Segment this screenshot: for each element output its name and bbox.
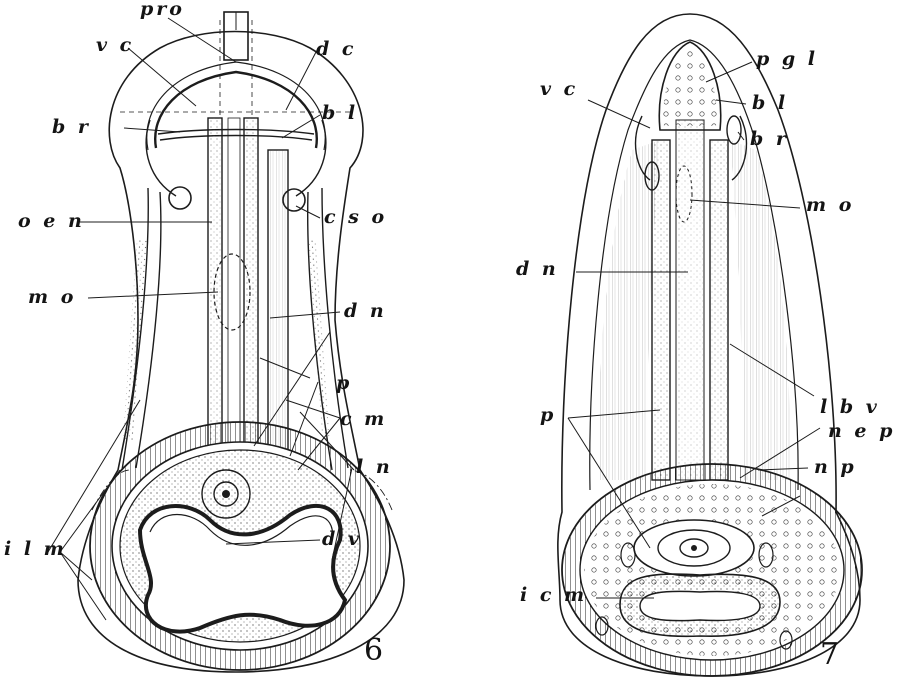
figure-7-drawing bbox=[558, 14, 862, 676]
label-fig6-ln: l n bbox=[356, 458, 393, 477]
label-fig6-dc: d c bbox=[316, 40, 356, 59]
label-fig6-br: b r bbox=[52, 118, 91, 137]
label-fig7-p: p bbox=[540, 406, 556, 425]
label-fig7-nep: n e p bbox=[828, 422, 895, 441]
label-fig6-ilm: i l m bbox=[4, 540, 67, 559]
label-fig7-bl: b l bbox=[752, 94, 788, 113]
label-fig7-dn: d n bbox=[516, 260, 559, 279]
label-fig6-cso: c s o bbox=[324, 208, 387, 227]
label-fig6-dn: d n bbox=[344, 302, 387, 321]
figure-number-6: 6 bbox=[364, 636, 383, 666]
label-fig6-bl: b l bbox=[322, 104, 358, 123]
label-fig6-oen: o e n bbox=[18, 212, 85, 231]
figure-number-7: 7 bbox=[820, 640, 839, 670]
label-fig7-mo: m o bbox=[806, 196, 854, 215]
label-fig6-vc: v c bbox=[96, 36, 134, 55]
label-fig7-pgl: p g l bbox=[756, 50, 818, 69]
label-fig6-p: p bbox=[336, 374, 352, 393]
label-fig6-pro: pro bbox=[140, 0, 185, 19]
label-fig7-icm: i c m bbox=[520, 586, 587, 605]
label-fig6-mo: m o bbox=[28, 288, 76, 307]
label-fig7-lbv: l b v bbox=[820, 398, 880, 417]
label-fig6-dv: d v bbox=[322, 530, 362, 549]
label-fig7-vc: v c bbox=[540, 80, 578, 99]
label-fig7-np: n p bbox=[814, 458, 857, 477]
label-fig7-br: b r bbox=[750, 130, 789, 149]
label-fig6-cm: c m bbox=[340, 410, 387, 429]
